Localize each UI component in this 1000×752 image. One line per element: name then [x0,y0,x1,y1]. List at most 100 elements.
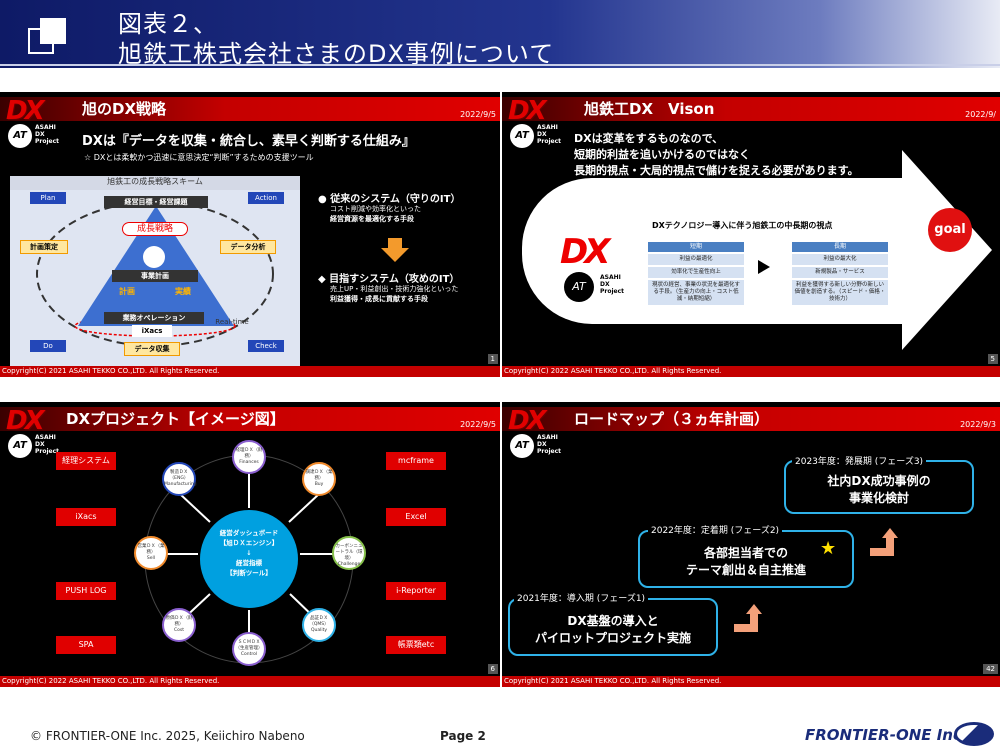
conventional-system-title: ● 従来のシステム（守りのIT） [318,194,461,205]
slide-date: 2022/9/3 [960,420,996,429]
scheme-title: 旭鉄工の成長戦略スキーム [10,176,300,190]
check-label: Check [248,340,284,352]
challenge-node: カーボンニュートラル（環境）Challenge [332,536,366,570]
slide-date: 2022/9/ [965,110,996,119]
buy-node: 調達ＤＸ（業務）Buy [302,462,336,496]
slide-page-number: 1 [487,354,498,364]
slide-date: 2022/9/5 [460,420,496,429]
short-term-head: 短期 [648,242,744,252]
slide-title: DXプロジェクト【イメージ図】 [66,410,285,428]
finance-node: 経理ＤＸ（財務）Finances [232,440,266,474]
slide-copyright: Copyright(C) 2021 ASAHI TEKKO CO.,LTD. A… [502,676,1000,687]
down-arrow-icon [381,248,409,262]
right-system-box: mcframe [386,452,446,470]
data-collection-box: データ収集 [124,342,180,356]
page-title-line2: 旭鉄工株式会社さまのDX事例について [118,40,555,68]
brand-logo-icon [954,722,994,746]
do-label: Do [30,340,66,352]
realtime-label: Real-time [215,318,249,326]
growth-strategy-box: 成長戦略 [122,222,188,236]
slide-title-bar [502,407,1000,431]
conventional-system-line2: 経営資源を最適化する手段 [330,215,414,223]
star-icon: ★ [820,538,837,559]
planning-box: 計画策定 [20,240,68,254]
down-arrow-shaft [388,238,402,248]
header-divider [0,64,1000,66]
plan-label: Plan [30,192,66,204]
phase3-box: 社内DX成功事例の 事業化検討 [784,460,974,514]
arrow-title: DXテクノロジー導入に伴う旭鉄工の中長期の視点 [652,221,833,230]
right-system-box: i-Reporter [386,582,446,600]
brand-name: FRONTIER-ONE Inc. [805,726,968,744]
business-plan-box: 事業計画 [112,270,198,282]
slide-title-bar [0,97,500,121]
target-system-line1: 売上UP・利益創出・技術力強化といった [330,285,459,293]
action-label: Action [248,192,284,204]
page-copyright: © FRONTIER-ONE Inc. 2025, Keiichiro Nabe… [30,729,305,743]
operations-box: 業務オペレーション [104,312,204,324]
slide-page-number: 6 [487,664,498,674]
data-analysis-box: データ分析 [220,240,276,254]
result-word: 実績 [175,287,191,296]
page-header: 図表２、 旭鉄工株式会社さまのDX事例について [0,0,1000,68]
control-node: ＳＣＭＤＸ（生産管理）Control [232,632,266,666]
phase1-box: DX基盤の導入と パイロットプロジェクト実施 [508,598,718,656]
short-term-column: 短期 利益の最適化 効率化で生産性向上 現状の経営、事業の状況を最適化する手段。… [648,242,744,305]
header-square-fill [40,18,66,44]
slide-title: ロードマップ（３ヵ年計画） [574,410,770,428]
right-system-box: Excel [386,508,446,526]
slide-title: 旭のDX戦略 [82,100,167,118]
long-term-column: 長期 利益の最大化 新規製品・サービス 利益を獲得する新しい分野の新しい価値を創… [792,242,888,305]
slide-subline: ☆ DXとは柔軟かつ迅速に意思決定“判断”するための支援ツール [84,153,314,162]
left-system-box: iXacs [56,508,116,526]
phase3-label: 2023年度：発展期 (フェーズ3) [792,454,927,467]
page-title-line1: 図表２、 [118,10,218,38]
dashboard-hub: 経営ダッシュボード【旭ＤＸエンジン】↓経営指標【判断ツール】 [200,510,298,608]
gear-icon [143,246,165,268]
slide-title-bar [502,97,1000,121]
goal-badge: goal [928,208,972,252]
long-term-head: 長期 [792,242,888,252]
slide-copyright: Copyright(C) 2022 ASAHI TEKKO CO.,LTD. A… [0,676,500,687]
ixacs-logo: iXacs [132,325,172,337]
quality-node: 品証ＤＸ（QMS）Quality [302,608,336,642]
vision-line2: 短期的利益を追いかけるのではなく [574,148,750,161]
growth-scheme-diagram: 旭鉄工の成長戦略スキーム Plan Action Do Check 経営目標・経… [10,176,300,366]
target-system-title: ◆ 目指すシステム（攻めのIT） [318,274,460,285]
management-goal-box: 経営目標・経営課題 [104,196,208,208]
target-system-line2: 利益獲得・成長に貢献する手段 [330,295,428,303]
left-system-box: 経理システム [56,452,116,470]
slide-headline: DXは『データを収集・統合し、素早く判断する仕組み』 [82,134,415,149]
slide-copyright: Copyright(C) 2022 ASAHI TEKKO CO.,LTD. A… [502,366,1000,377]
cost-node: 原価ＤＸ（財務）Cost [162,608,196,642]
slide-title-bar [0,407,500,431]
slide-copyright: Copyright(C) 2021 ASAHI TEKKO CO.,LTD. A… [0,366,500,377]
conventional-system-line1: コスト削減や効率化といった [330,205,421,213]
right-system-box: 帳票類etc [386,636,446,654]
manufacturing-node: 製造ＤＸ（ENG）Manufacturing [162,462,197,496]
left-system-box: SPA [56,636,116,654]
slide-page-number: 5 [987,354,998,364]
sell-node: 営業ＤＸ（業務）Sell [134,536,168,570]
slide-title: 旭鉄工DX Vison [584,100,715,118]
left-system-box: PUSH LOG [56,582,116,600]
phase2-label: 2022年度：定着期 (フェーズ2) [648,523,783,536]
right-triangle-icon [758,260,770,274]
slide-page-number: 42 [983,664,998,674]
step-arrows [734,528,898,632]
vision-line3: 長期的視点・大局的視点で儲けを捉える必要があります。 [574,164,859,177]
plan-word: 計画 [119,287,135,296]
page-number: Page 2 [440,729,486,743]
vision-line1: DXは変革をするものなので、 [574,132,724,145]
slide-date: 2022/9/5 [460,110,496,119]
phase1-label: 2021年度：導入期 (フェーズ1) [514,591,649,604]
